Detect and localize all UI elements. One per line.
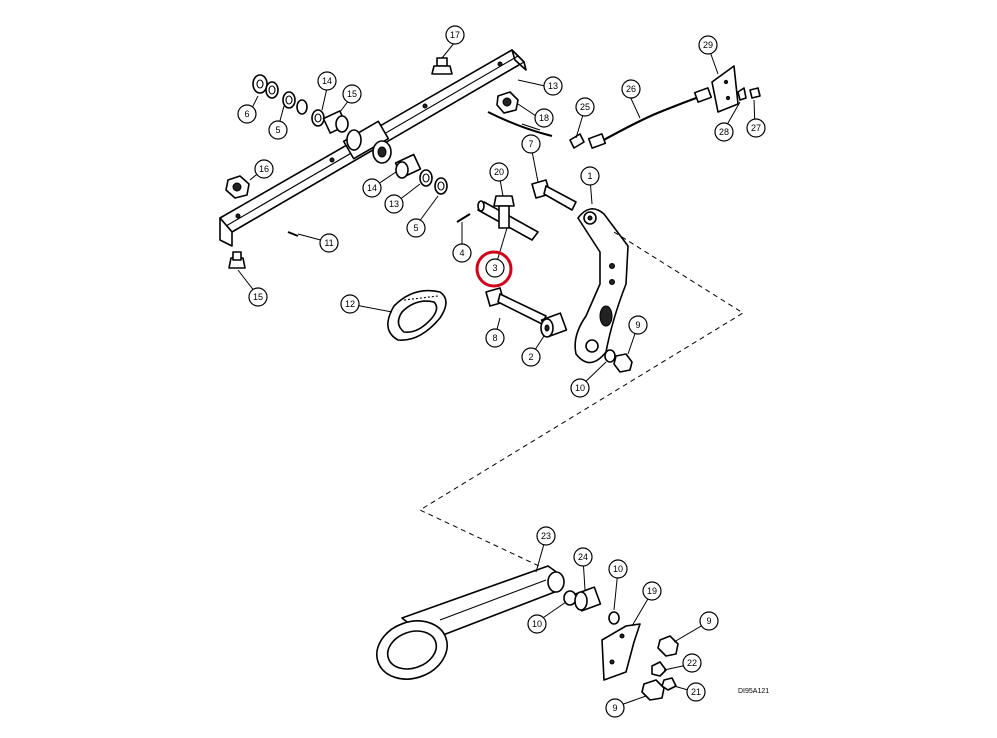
callout-9-upper: 9 — [628, 315, 648, 335]
callout-27: 26 — [621, 79, 641, 99]
callout-8: 8 — [485, 328, 505, 348]
grommet-12 — [387, 289, 447, 341]
bushing-25 — [574, 586, 602, 612]
svg-text:5: 5 — [413, 223, 418, 233]
bracket-20 — [601, 623, 641, 681]
svg-text:23: 23 — [541, 531, 551, 541]
svg-text:10: 10 — [532, 619, 542, 629]
callout-26: 25 — [575, 97, 595, 117]
callout-14-middle: 13 — [384, 194, 404, 214]
cable-assembly — [569, 65, 761, 149]
callout-10-lower-right: 10 — [608, 559, 628, 579]
svg-text:5: 5 — [275, 125, 280, 135]
callout-5-upper: 5 — [268, 120, 288, 140]
svg-text:20: 20 — [494, 167, 504, 177]
bolt-16 — [228, 251, 246, 269]
callout-28: 27 — [746, 118, 766, 138]
bushing-2 — [540, 312, 568, 338]
svg-text:16: 16 — [259, 164, 269, 174]
callout-10-lower-left: 10 — [527, 614, 547, 634]
callout-21: 20 — [489, 162, 509, 182]
callout-30: 29 — [698, 35, 718, 55]
svg-text:22: 22 — [687, 658, 697, 668]
bolt-21 — [493, 195, 515, 229]
callout-10-upper: 10 — [570, 378, 590, 398]
svg-text:15: 15 — [347, 89, 357, 99]
svg-text:1: 1 — [587, 171, 592, 181]
svg-text:21: 21 — [691, 687, 701, 697]
washers-middle — [394, 153, 448, 195]
bolt-7 — [531, 179, 577, 211]
svg-text:6: 6 — [244, 109, 249, 119]
callout-15-middle: 14 — [362, 178, 382, 198]
svg-text:15: 15 — [253, 292, 263, 302]
callout-7: 7 — [521, 134, 541, 154]
svg-text:9: 9 — [612, 703, 617, 713]
callout-14-upper: 14 — [317, 71, 337, 91]
callout-6: 6 — [237, 104, 257, 124]
drawing-code: DI95A121 — [738, 688, 769, 695]
callout-23: 22 — [682, 653, 702, 673]
svg-text:7: 7 — [528, 139, 533, 149]
svg-text:10: 10 — [575, 383, 585, 393]
svg-text:27: 27 — [751, 123, 761, 133]
svg-text:2: 2 — [528, 352, 533, 362]
callout-9-lower: 9 — [605, 698, 625, 718]
svg-text:14: 14 — [322, 76, 332, 86]
linkage-dashed-line — [418, 231, 744, 575]
callout-2: 2 — [521, 347, 541, 367]
callout-4: 4 — [452, 243, 472, 263]
svg-text:18: 18 — [539, 113, 549, 123]
nut-19 — [496, 91, 519, 114]
svg-text:25: 25 — [580, 102, 590, 112]
pivot-tube — [342, 120, 392, 164]
washers-left — [252, 74, 349, 134]
svg-text:19: 19 — [647, 586, 657, 596]
svg-text:14: 14 — [367, 183, 377, 193]
svg-text:11: 11 — [324, 238, 333, 248]
bolt-8 — [485, 287, 547, 325]
svg-text:9: 9 — [635, 320, 640, 330]
lever-arm-1 — [574, 208, 629, 364]
callout-24: 23 — [536, 526, 556, 546]
callout-29: 28 — [714, 122, 734, 142]
callout-11: 11 — [319, 233, 339, 253]
nut-17 — [225, 175, 250, 199]
callout-12: 12 — [340, 294, 360, 314]
callout-13: 13 — [543, 76, 563, 96]
pedal-arm-24 — [376, 565, 565, 680]
svg-text:9: 9 — [706, 616, 711, 626]
callout-20: 19 — [642, 581, 662, 601]
svg-text:3: 3 — [492, 263, 497, 273]
callout-18: 17 — [445, 25, 465, 45]
callout-25: 24 — [573, 547, 593, 567]
callout-19: 18 — [534, 108, 554, 128]
svg-text:8: 8 — [492, 333, 497, 343]
svg-text:10: 10 — [613, 564, 623, 574]
callout-1: 1 — [580, 166, 600, 186]
svg-text:13: 13 — [389, 199, 399, 209]
svg-text:4: 4 — [459, 248, 464, 258]
callout-17: 16 — [254, 159, 274, 179]
svg-text:13: 13 — [548, 81, 558, 91]
callout-15-upper: 15 — [342, 84, 362, 104]
svg-text:26: 26 — [626, 84, 636, 94]
bolt-18 — [431, 57, 453, 75]
pin-11 — [287, 231, 299, 237]
svg-text:12: 12 — [345, 299, 355, 309]
callout-16: 15 — [248, 287, 268, 307]
callout-9-middle: 9 — [699, 611, 719, 631]
svg-text:17: 17 — [450, 30, 460, 40]
callout-5-middle: 5 — [406, 218, 426, 238]
highlight-ring-part-3 — [475, 250, 513, 288]
svg-text:28: 28 — [719, 127, 729, 137]
callout-22: 21 — [686, 682, 706, 702]
svg-text:29: 29 — [703, 40, 713, 50]
callout-3: 3 — [485, 258, 505, 278]
svg-text:24: 24 — [578, 552, 588, 562]
